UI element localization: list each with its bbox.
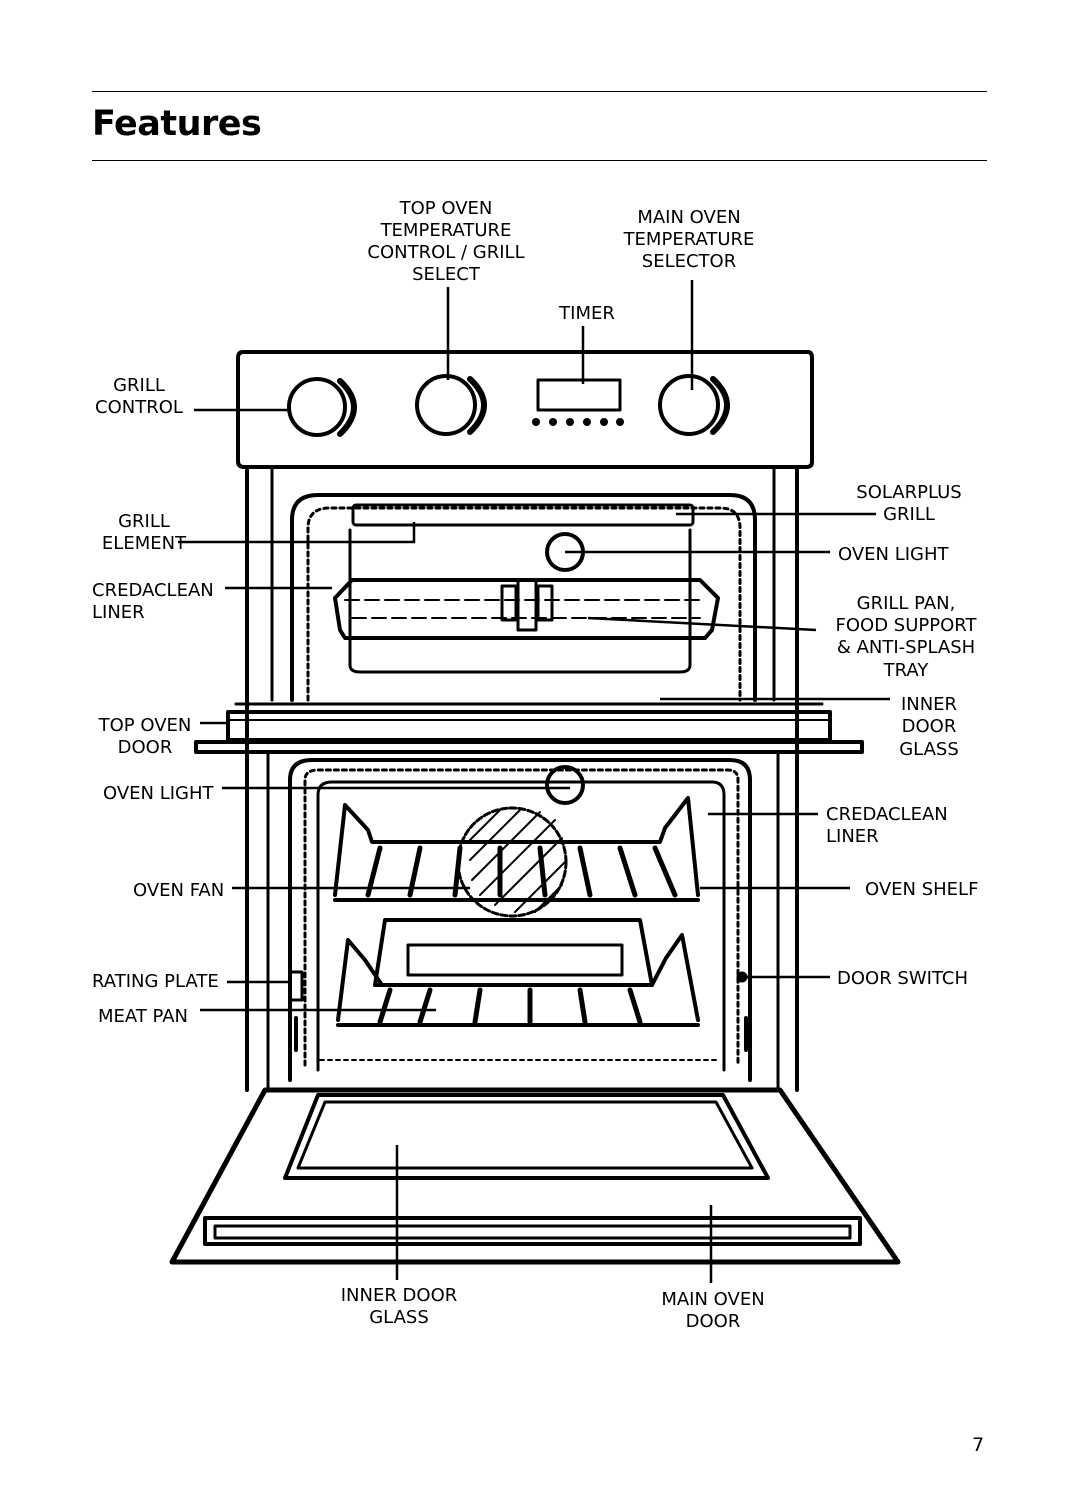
main-oven-cavity <box>288 758 752 1082</box>
label-top-oven-door: TOP OVEN DOOR <box>98 715 192 758</box>
svg-text:TRAY: TRAY <box>883 660 930 681</box>
label-rating-plate: RATING PLATE <box>92 971 219 992</box>
grill-control-knob <box>287 377 357 437</box>
label-oven-light-left: OVEN LIGHT <box>103 783 215 804</box>
label-oven-shelf: OVEN SHELF <box>865 879 978 900</box>
svg-text:CONTROL / GRILL: CONTROL / GRILL <box>367 242 524 263</box>
label-oven-fan: OVEN FAN <box>133 880 224 901</box>
svg-text:SOLARPLUS: SOLARPLUS <box>856 482 961 503</box>
label-grill-element: GRILL ELEMENT <box>102 511 187 554</box>
svg-text:LINER: LINER <box>92 602 145 623</box>
label-grill-pan: GRILL PAN, FOOD SUPPORT & ANTI-SPLASH TR… <box>836 593 978 681</box>
svg-text:GLASS: GLASS <box>899 739 959 760</box>
svg-text:GRILL: GRILL <box>113 375 165 396</box>
svg-text:CREDACLEAN: CREDACLEAN <box>92 580 214 601</box>
svg-text:LINER: LINER <box>826 826 879 847</box>
label-main-oven-door: MAIN OVEN DOOR <box>661 1289 764 1332</box>
main-oven-door <box>169 1087 901 1265</box>
label-inner-door-glass-right: INNER DOOR GLASS <box>899 694 959 760</box>
svg-text:SELECT: SELECT <box>412 264 481 285</box>
leader-lines <box>178 280 890 1283</box>
svg-text:ELEMENT: ELEMENT <box>102 533 187 554</box>
svg-text:TEMPERATURE: TEMPERATURE <box>380 220 512 241</box>
svg-text:FOOD SUPPORT: FOOD SUPPORT <box>836 615 978 636</box>
label-credaclean-liner-top: CREDACLEAN LINER <box>92 580 214 623</box>
timer-display <box>532 378 624 426</box>
label-credaclean-liner-main: CREDACLEAN LINER <box>826 804 948 847</box>
svg-text:GRILL PAN,: GRILL PAN, <box>857 593 956 614</box>
svg-text:DOOR: DOOR <box>902 716 957 737</box>
svg-text:TOP OVEN: TOP OVEN <box>399 198 493 219</box>
page-number: 7 <box>972 1434 985 1456</box>
label-grill-control: GRILL CONTROL <box>95 375 183 418</box>
svg-text:TOP OVEN: TOP OVEN <box>98 715 192 736</box>
svg-text:MAIN OVEN: MAIN OVEN <box>637 207 740 228</box>
meat-pan <box>336 918 700 1027</box>
label-main-oven-temp: MAIN OVEN TEMPERATURE SELECTOR <box>623 207 755 272</box>
top-rule <box>92 91 987 92</box>
label-solarplus-grill: SOLARPLUS GRILL <box>856 482 961 525</box>
main-oven-light <box>545 765 585 805</box>
svg-text:CREDACLEAN: CREDACLEAN <box>826 804 948 825</box>
top-oven-door <box>194 702 864 754</box>
svg-text:DOOR: DOOR <box>686 1311 741 1332</box>
svg-text:CONTROL: CONTROL <box>95 397 183 418</box>
svg-text:SELECTOR: SELECTOR <box>642 251 736 272</box>
grill-pan <box>333 578 720 640</box>
svg-text:INNER DOOR: INNER DOOR <box>341 1285 458 1306</box>
rating-plate <box>288 970 304 1002</box>
svg-text:DOOR: DOOR <box>118 737 173 758</box>
svg-text:TEMPERATURE: TEMPERATURE <box>623 229 755 250</box>
door-switch <box>736 971 748 983</box>
label-timer: TIMER <box>558 303 615 324</box>
top-oven-knob <box>415 374 487 436</box>
label-top-oven-temp: TOP OVEN TEMPERATURE CONTROL / GRILL SEL… <box>367 198 524 285</box>
top-oven-cavity <box>290 493 757 702</box>
label-meat-pan: MEAT PAN <box>98 1006 188 1027</box>
svg-text:MAIN OVEN: MAIN OVEN <box>661 1289 764 1310</box>
oven-drawing <box>169 350 901 1265</box>
label-inner-door-glass-bottom: INNER DOOR GLASS <box>341 1285 458 1328</box>
title-rule <box>92 160 987 161</box>
label-oven-light-right: OVEN LIGHT <box>838 544 950 565</box>
svg-text:INNER: INNER <box>901 694 957 715</box>
label-door-switch: DOOR SWITCH <box>837 968 968 989</box>
svg-text:& ANTI-SPLASH: & ANTI-SPLASH <box>837 637 975 658</box>
svg-text:GLASS: GLASS <box>369 1307 429 1328</box>
control-panel <box>236 350 814 469</box>
svg-text:GRILL: GRILL <box>118 511 170 532</box>
oven-shelf <box>333 796 700 902</box>
page-title: Features <box>92 104 262 144</box>
main-oven-knob <box>658 374 730 436</box>
svg-text:GRILL: GRILL <box>883 504 935 525</box>
